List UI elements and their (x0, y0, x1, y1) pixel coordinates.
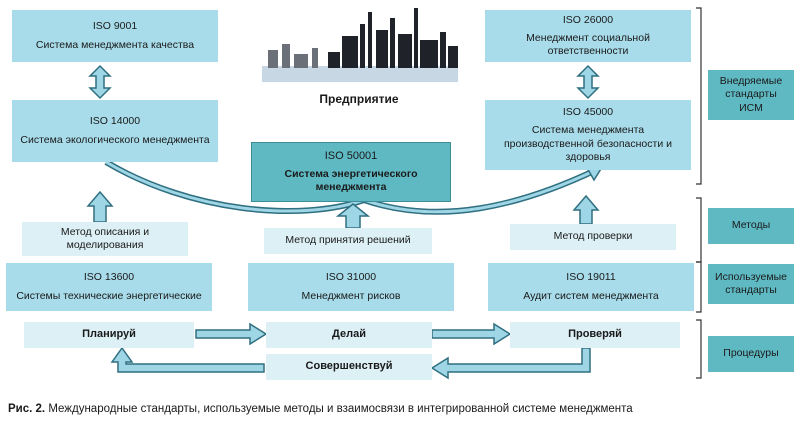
box-iso31000: ISO 31000 Менеджмент рисков (248, 263, 454, 311)
box-iso50001: ISO 50001 Система энергетического менедж… (251, 142, 451, 202)
up-arrow-check (572, 194, 600, 225)
iso13600-code: ISO 13600 (83, 271, 135, 284)
enterprise-image (262, 8, 458, 82)
box-iso19011: ISO 19011 Аудит систем менеджмента (488, 263, 694, 311)
method-check: Метод проверки (510, 224, 676, 250)
double-arrow-right (576, 64, 600, 100)
caption-text: Международные стандарты, используемые ме… (45, 403, 633, 415)
iso31000-code: ISO 31000 (325, 271, 377, 284)
box-iso9001: ISO 9001 Система менеджмента качества (12, 10, 218, 62)
box-iso14000: ISO 14000 Система экологического менеджм… (12, 100, 218, 162)
arrow-improve-to-plan (110, 346, 265, 373)
arrow-plan-to-do (195, 322, 268, 346)
proc-do: Делай (266, 322, 432, 348)
iso19011-name: Аудит систем менеджмента (523, 289, 659, 302)
method-describe: Метод описания и моделирования (22, 222, 188, 256)
category-used: Используемые стандарты (708, 264, 794, 304)
category-implemented: Внедряемые стандарты ИСМ (708, 70, 794, 120)
box-iso13600: ISO 13600 Системы технические энергетиче… (6, 263, 212, 311)
iso26000-name: Менеджмент социальной ответственности (526, 31, 650, 58)
iso26000-code: ISO 26000 (562, 13, 614, 26)
iso50001-name: Система энергетического менеджмента (284, 168, 418, 194)
iso50001-code: ISO 50001 (324, 149, 378, 162)
category-braces (696, 7, 702, 379)
iso9001-name: Система менеджмента качества (35, 38, 195, 51)
iso13600-name: Системы технические энергетические (16, 289, 202, 302)
box-iso26000: ISO 26000 Менеджмент социальной ответств… (485, 10, 691, 62)
iso45000-name: Система менеджмента производственной без… (504, 124, 672, 163)
iso45000-code: ISO 45000 (562, 106, 614, 119)
up-arrow-describe (86, 190, 114, 223)
figure-caption: Рис. 2. Международные стандарты, использ… (8, 403, 633, 415)
proc-check: Проверяй (510, 322, 680, 348)
category-methods: Методы (708, 208, 794, 244)
caption-prefix: Рис. 2. (8, 403, 46, 415)
arrow-do-to-check (431, 322, 512, 346)
iso19011-code: ISO 19011 (566, 271, 616, 284)
proc-improve: Совершенствуй (266, 354, 432, 380)
proc-plan: Планируй (24, 322, 194, 348)
arrow-check-to-improve (430, 347, 591, 380)
enterprise-label: Предприятие (319, 92, 399, 106)
category-procedures: Процедуры (708, 336, 794, 372)
method-decide: Метод принятия решений (264, 228, 432, 254)
iso14000-code: ISO 14000 (89, 115, 141, 128)
double-arrow-left (88, 64, 112, 100)
iso31000-name: Менеджмент рисков (301, 289, 401, 302)
iso9001-code: ISO 9001 (92, 20, 138, 33)
box-iso45000: ISO 45000 Система менеджмента производст… (485, 100, 691, 170)
iso14000-name: Система экологического менеджмента (20, 133, 210, 146)
